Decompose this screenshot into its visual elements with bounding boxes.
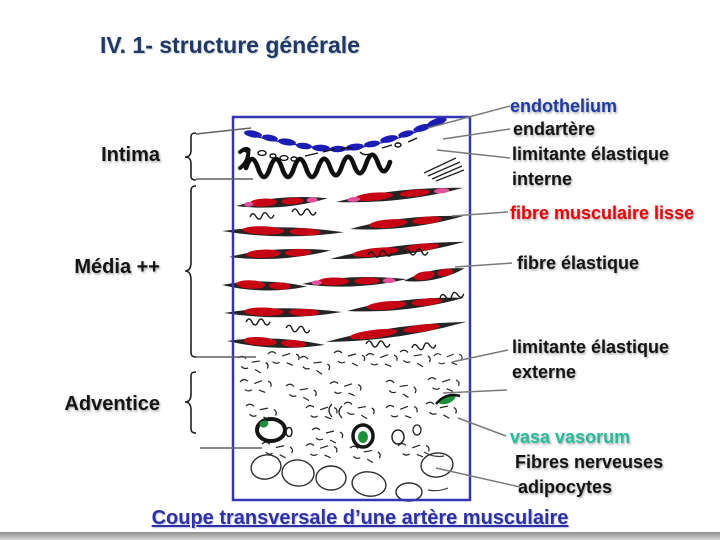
annotation-fibre-musculaire-lisse: fibre musculaire lisse — [510, 203, 695, 223]
slide-bottom-edge — [0, 532, 720, 540]
layer-label-intima: Intima — [101, 144, 160, 166]
nerve-fibre-lines — [423, 451, 449, 492]
layer-boundary-lines — [195, 127, 262, 449]
annotation-adipocytes: adipocytes — [518, 477, 613, 497]
adipocytes-blobs — [250, 452, 454, 502]
diagram-border — [231, 115, 472, 502]
annotation-vasa-vasorum: vasa vasorum — [510, 427, 631, 447]
layer-label-adventice: Adventice — [64, 393, 160, 415]
annotation-fibre-elastique: fibre élastique — [517, 253, 640, 273]
vasa-vasorum-vessels — [255, 393, 461, 449]
annotation-endothelium: endothelium — [510, 96, 617, 116]
adventitia-texture — [236, 349, 464, 464]
leader-lines — [427, 105, 521, 488]
endothelium-band — [244, 117, 447, 153]
endartere-cells — [243, 137, 418, 162]
page-title: IV. 1- structure générale — [100, 32, 360, 58]
limitante-elastique-interne-line — [238, 146, 465, 182]
annotation-endartere: endartère — [513, 119, 596, 139]
annotation-limitante-interne: limitante élastique interne — [512, 144, 670, 189]
brace-adventice — [184, 371, 197, 434]
layer-label-media: Média ++ — [74, 256, 160, 278]
annotation-limitante-externe: limitante élastique externe — [512, 337, 670, 382]
media-muscle-fibers — [221, 184, 468, 352]
annotation-fibres-nerveuses: Fibres nerveuses — [515, 452, 664, 472]
brace-intima — [184, 132, 197, 181]
brace-media — [184, 185, 197, 358]
slide-caption: Coupe transversale d’une artère musculai… — [151, 507, 569, 529]
